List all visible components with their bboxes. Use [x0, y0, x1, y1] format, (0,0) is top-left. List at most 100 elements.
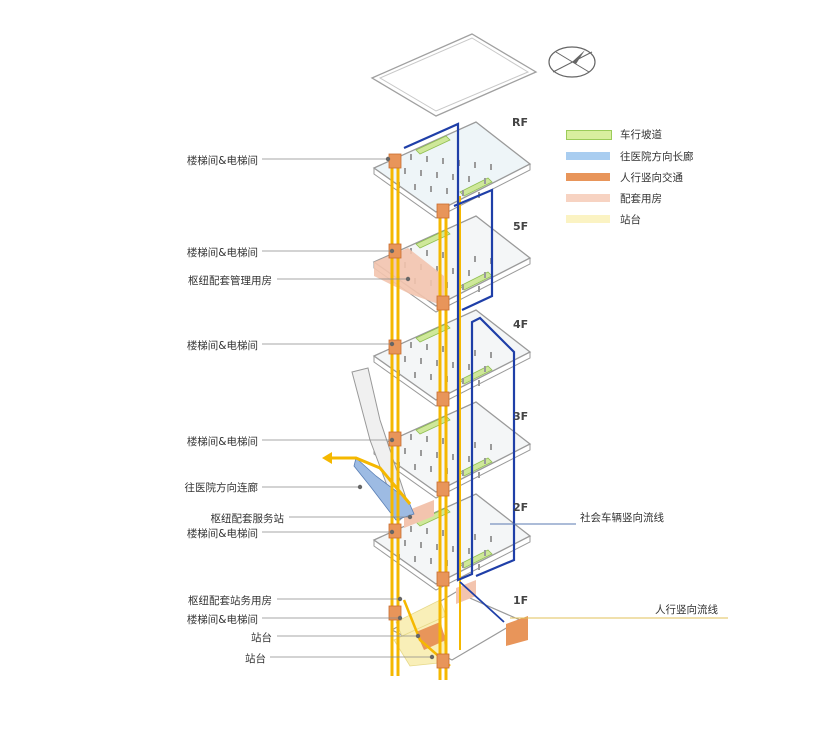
- window-mark: [468, 176, 470, 182]
- label-station-rooms: 枢纽配套站务用房: [188, 595, 272, 607]
- leader-dot: [389, 341, 395, 347]
- leader-dot: [389, 529, 395, 535]
- label-stair-elevator-rf: 楼梯间&电梯间: [186, 155, 258, 167]
- window-mark: [436, 544, 438, 550]
- legend-label: 站台: [620, 214, 641, 226]
- slab-edge: [373, 536, 531, 591]
- window-mark: [484, 550, 486, 556]
- window-mark: [452, 268, 454, 274]
- floor-slab: [372, 401, 532, 499]
- window-mark: [426, 250, 428, 256]
- service-station-room: [404, 500, 434, 528]
- window-mark: [404, 448, 406, 454]
- window-mark: [436, 452, 438, 458]
- window-mark: [474, 350, 476, 356]
- window-mark: [414, 184, 416, 190]
- window-mark: [420, 450, 422, 456]
- window-mark: [410, 154, 412, 160]
- leader-dot: [397, 596, 403, 602]
- window-mark: [478, 564, 480, 570]
- vehicle-flow-line: [403, 122, 460, 300]
- label-pedestrian-flow: 人行竖向流线: [655, 604, 718, 616]
- window-mark: [490, 536, 492, 542]
- window-mark: [468, 364, 470, 370]
- leader-dot: [357, 484, 363, 490]
- window-mark: [490, 352, 492, 358]
- window-mark: [430, 466, 432, 472]
- floor-label-2f: 2F: [513, 501, 529, 514]
- window-mark: [436, 172, 438, 178]
- arrow-head: [322, 452, 332, 464]
- window-mark: [410, 434, 412, 440]
- window-mark: [490, 164, 492, 170]
- legend-label: 往医院方向长廊: [620, 151, 694, 163]
- vehicle-flow-line: [459, 581, 505, 623]
- vehicle-flow-line: [453, 188, 494, 311]
- floor-label-3f: 3F: [513, 410, 529, 423]
- slab-edge: [373, 352, 531, 407]
- window-mark: [462, 284, 464, 290]
- floor-slab: [372, 309, 532, 407]
- label-platform-lower: 站台: [245, 653, 266, 665]
- stair-elevator-core: [436, 653, 450, 669]
- leader-dot: [429, 654, 435, 660]
- leader-lines: [262, 156, 728, 660]
- window-mark: [446, 188, 448, 194]
- label-management-rooms: 枢纽配套管理用房: [188, 275, 272, 287]
- leader-dot: [405, 276, 411, 282]
- legend-label: 车行坡道: [620, 129, 662, 141]
- leader-dot: [407, 514, 413, 520]
- window-mark: [442, 158, 444, 164]
- leader-dot: [389, 437, 395, 443]
- window-mark: [462, 562, 464, 568]
- window-mark: [462, 190, 464, 196]
- label-stair-elevator-4f: 楼梯间&电梯间: [186, 340, 258, 352]
- legend-swatch: [566, 173, 610, 181]
- window-mark: [436, 266, 438, 272]
- legend-swatch: [566, 215, 610, 223]
- window-mark: [474, 162, 476, 168]
- window-mark: [414, 372, 416, 378]
- label-stair-elevator-3f: 楼梯间&电梯间: [186, 436, 258, 448]
- label-platform-upper: 站台: [251, 632, 272, 644]
- window-mark: [478, 380, 480, 386]
- window-mark: [484, 458, 486, 464]
- label-hospital-corridor: 往医院方向连廊: [184, 482, 259, 494]
- window-mark: [426, 156, 428, 162]
- window-mark: [430, 374, 432, 380]
- stair-elevator-core: [388, 605, 402, 621]
- label-service-station: 枢纽配套服务站: [210, 513, 285, 525]
- window-mark: [420, 170, 422, 176]
- window-mark: [452, 546, 454, 552]
- floor-label-1f: 1F: [513, 594, 529, 607]
- roof-canopy: [370, 33, 538, 117]
- legend-label: 配套用房: [620, 193, 662, 205]
- window-mark: [468, 270, 470, 276]
- window-mark: [414, 464, 416, 470]
- slab-edge: [373, 164, 531, 219]
- stair-elevator-core: [388, 153, 402, 169]
- floor-slab: [372, 121, 532, 219]
- window-mark: [474, 534, 476, 540]
- window-mark: [426, 436, 428, 442]
- window-mark: [452, 362, 454, 368]
- window-mark: [442, 346, 444, 352]
- vehicle-flow-line: [456, 300, 516, 582]
- legend-swatch: [566, 152, 610, 160]
- ramp-segment: [415, 135, 451, 155]
- window-mark: [484, 272, 486, 278]
- window-mark: [478, 286, 480, 292]
- stair-elevator-core: [436, 571, 450, 587]
- stair-elevator-core: [436, 203, 450, 219]
- stair-elevator-core: [388, 523, 402, 539]
- leader-dot: [415, 633, 421, 639]
- compass-icon: [548, 46, 596, 78]
- window-mark: [452, 174, 454, 180]
- stair-elevator-core: [436, 481, 450, 497]
- window-mark: [442, 530, 444, 536]
- window-mark: [442, 438, 444, 444]
- floor-label-rf: RF: [512, 116, 528, 129]
- vertical-structure: [322, 122, 516, 680]
